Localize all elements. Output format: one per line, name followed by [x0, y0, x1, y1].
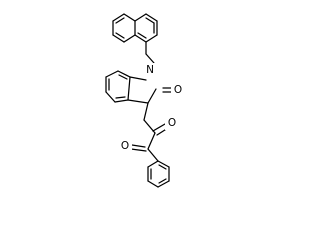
bond	[123, 13, 136, 22]
bond	[147, 88, 157, 104]
bond	[131, 144, 146, 148]
bond	[157, 160, 170, 168]
bond-inner	[145, 17, 155, 24]
structure-canvas: N O O O	[105, 13, 183, 188]
bond	[157, 180, 170, 188]
bond	[105, 70, 119, 78]
bond-inner	[158, 178, 167, 184]
bond-inner	[115, 32, 125, 39]
bond	[127, 99, 149, 104]
bond-inner	[115, 96, 126, 99]
bond	[147, 160, 159, 168]
bond	[127, 76, 131, 101]
atom-label-ketone-oxygen-4: O	[121, 140, 129, 152]
bond	[112, 13, 125, 22]
bond	[145, 53, 155, 64]
bond	[134, 13, 147, 22]
bond	[123, 34, 136, 43]
atom-label-lactam-oxygen: O	[174, 84, 182, 96]
bond-inner	[115, 17, 125, 24]
bond	[130, 148, 147, 152]
bond	[112, 34, 125, 43]
bond	[152, 123, 166, 132]
bond	[105, 91, 116, 103]
bond-inner	[118, 74, 128, 80]
bond	[129, 76, 147, 81]
atom-label-nitrogen: N	[146, 64, 154, 76]
bond	[143, 102, 149, 121]
bond	[147, 180, 159, 188]
bond	[134, 34, 147, 43]
bond-inner	[158, 164, 167, 170]
molecule-diagram: N O O O	[105, 13, 183, 188]
bond-inner	[137, 32, 147, 39]
bond	[147, 132, 156, 150]
bond	[114, 99, 129, 103]
bond	[117, 70, 131, 78]
bond	[145, 34, 158, 43]
atom-label-ketone-oxygen-2: O	[168, 117, 176, 129]
bond	[145, 13, 158, 22]
bond	[147, 148, 159, 162]
